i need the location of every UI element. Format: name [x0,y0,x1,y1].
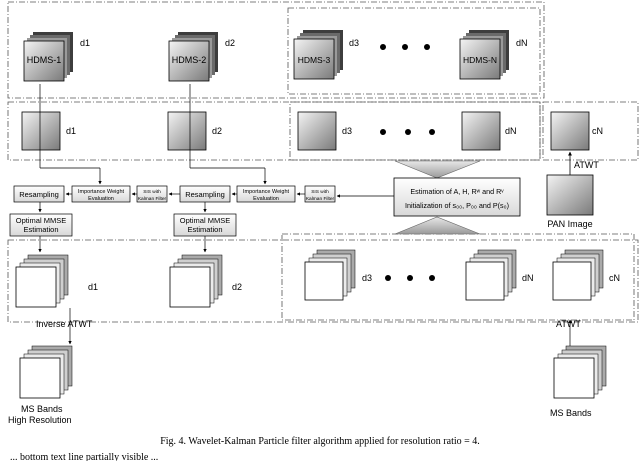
estimation-params-text: Estimation of A, H, Rʷ and Rᵛ [410,187,504,196]
detail-cn: cN [550,111,603,151]
detail-d3: d3 [297,111,352,151]
detail-dn-label: dN [505,126,517,136]
ms-cn-label: cN [609,273,620,283]
pan-atwt-label: ATWT [574,160,599,170]
region-detail-row [7,101,541,161]
detail-d1-label: d1 [66,126,76,136]
initialization-params-text: Initialization of s₀₀, P₀₀ and P(s₀) [405,201,509,210]
detail-d3-label: d3 [342,126,352,136]
detail-dn: dN [461,111,517,151]
pan-image-label: PAN Image [547,219,592,229]
chain-2: Resampling Importance Weight Evaluation … [173,185,336,237]
resampling-label-2: Resampling [185,190,225,199]
ellipsis-dots-top [380,44,430,50]
hdms-3-d3-label: d3 [349,38,359,48]
hdms-2-label: HDMS-2 [172,55,207,65]
kalman-filter-label-2: Kalman Filter [306,196,335,202]
hdms-1-stack: HDMS-1 d1 [23,32,90,82]
pan-image: PAN Image ATWT [546,151,599,229]
detail-d1: d1 [21,111,76,151]
hdms-2-d2-label: d2 [225,38,235,48]
evaluation-label-2: Evaluation [253,196,279,202]
region-hdms [7,1,545,99]
estimation-label-2: Estimation [187,225,222,234]
footer-fragment: ... bottom text line partially visible .… [10,452,158,461]
detail-d2-label: d2 [212,126,222,136]
chain-1: Resampling Importance Weight Evaluation … [9,185,168,237]
ms-bands-high-res-stack: MS Bands High Resolution [8,345,73,425]
hdms-3-stack: HDMS-3 d3 [293,30,359,80]
importance-weight-label-1: Importance Weight [78,189,125,195]
ms-bands-input-label: MS Bands [550,408,592,418]
detail-cn-label: cN [592,126,603,136]
region-hdms-high [287,7,541,95]
resampling-box-1 [13,185,65,203]
ms-atwt-label: ATWT [556,319,581,329]
detail-d2: d2 [167,111,222,151]
ms-stack-cn: cN ATWT [552,249,620,329]
estimation-box: Estimation of A, H, Rʷ and Rᵛ Initializa… [393,177,521,217]
optimal-mmse-label-1: Optimal MMSE [16,216,66,225]
hdms-1-d1-label: d1 [80,38,90,48]
kalman-filter-label-1: Kalman Filter [138,196,167,202]
region-detail-high [289,101,541,161]
evaluation-label-1: Evaluation [88,196,114,202]
big-arrow-down [394,160,481,235]
ms-stack-d1: d1 Inverse ATWT [15,254,98,329]
ellipsis-dots-low [385,275,435,281]
hdms-2-stack: HDMS-2 d2 [168,32,235,82]
inverse-atwt-label: Inverse ATWT [36,319,93,329]
ms-stack-d3: d3 [304,249,372,301]
hdms-n-label: HDMS-N [463,55,497,65]
high-resolution-label: High Resolution [8,415,72,425]
optimal-mmse-label-2: Optimal MMSE [180,216,230,225]
importance-weight-label-2: Importance Weight [243,189,290,195]
ms-stack-d2: d2 [169,254,242,308]
resampling-label-1: Resampling [19,190,59,199]
hdms-3-label: HDMS-3 [298,55,331,65]
ms-d3-label: d3 [362,273,372,283]
sis-with-label-2: SIS with [311,189,329,195]
region-ms-row [7,239,639,323]
region-pan-detail [542,101,639,161]
ms-dn-label: dN [522,273,534,283]
ms-d1-label: d1 [88,282,98,292]
ellipsis-dots-mid [380,129,435,135]
ms-d2-label: d2 [232,282,242,292]
dashed-regions [7,1,639,323]
estimation-label-1: Estimation [23,225,58,234]
sis-with-label-1: SIS with [143,189,161,195]
connectors [38,84,572,356]
hdms-n-dn-label: dN [516,38,528,48]
figure-caption: Fig. 4. Wavelet-Kalman Particle filter a… [160,436,480,447]
ms-stack-dn: dN [465,249,534,301]
ms-bands-input-stack: MS Bands [550,345,607,418]
ms-bands-high-label: MS Bands [21,404,63,414]
hdms-1-label: HDMS-1 [27,55,62,65]
optimal-mmse-box-1 [9,213,73,237]
hdms-n-stack: HDMS-N dN [459,30,528,80]
